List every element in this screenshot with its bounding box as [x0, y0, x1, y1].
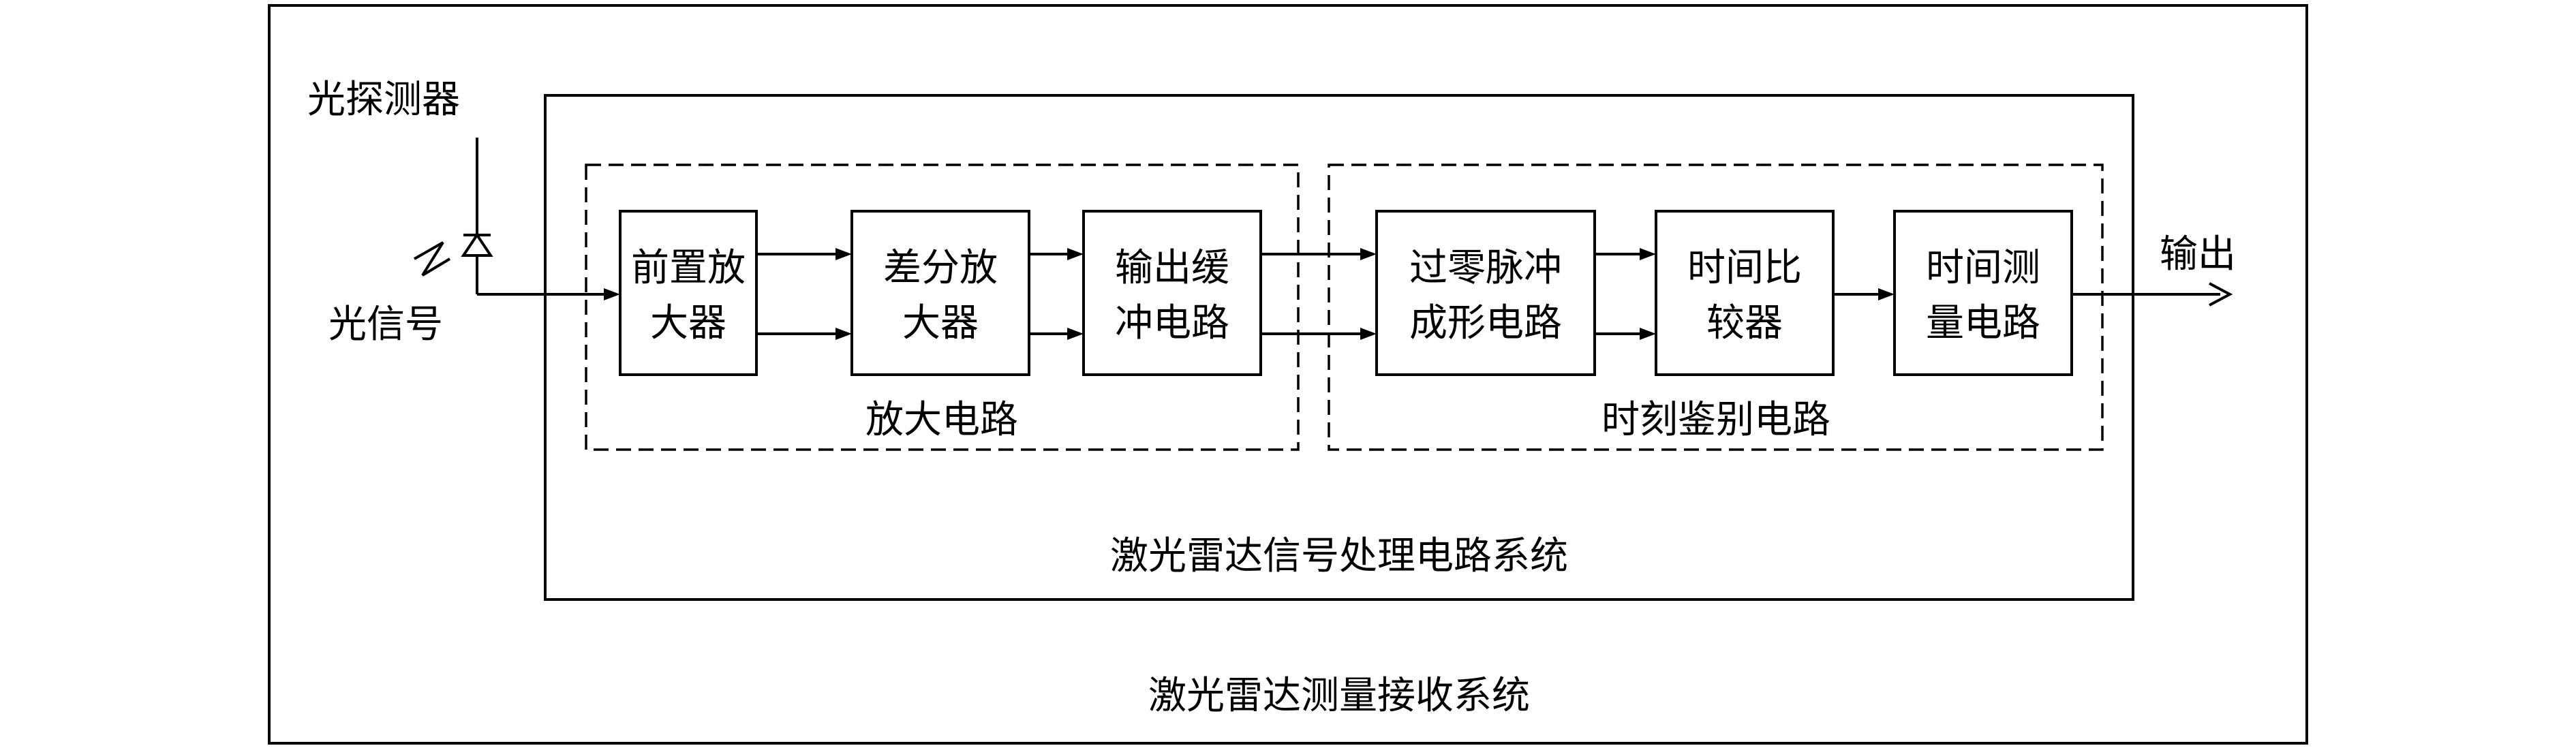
buffer-block: [1082, 210, 1262, 376]
output-arrow-icon: [2209, 282, 2233, 307]
comparator-label-line1: 时间比: [1687, 246, 1802, 290]
arrowhead: [1360, 328, 1377, 340]
signal-label: 光信号: [328, 302, 443, 347]
light-signal-icon: [414, 241, 451, 277]
amplifier-group-frame: [585, 163, 1300, 451]
arrowhead: [835, 328, 852, 340]
preamp-label-line2: 大器: [650, 301, 726, 345]
arrowhead: [604, 288, 620, 300]
inner-system-label: 激光雷达信号处理电路系统: [1110, 534, 1568, 578]
outer-system-frame: [268, 4, 2308, 745]
arrowhead: [1878, 288, 1895, 300]
comparator-label-line2: 较器: [1706, 301, 1783, 345]
comparator-block: [1655, 210, 1835, 376]
zero-crossing-label-line2: 成形电路: [1409, 301, 1562, 345]
amplifier-group-label: 放大电路: [865, 398, 1018, 442]
outer-system-label: 激光雷达测量接收系统: [1148, 674, 1530, 718]
photodiode-icon: [461, 138, 493, 294]
tdc-block: [1893, 210, 2073, 376]
timing-group-frame: [1328, 163, 2104, 451]
inner-system-frame: [544, 94, 2134, 601]
buffer-label-line1: 输出缓: [1115, 246, 1229, 290]
diffamp-label-line2: 大器: [902, 301, 979, 345]
zero-crossing-block: [1375, 210, 1596, 376]
zero-crossing-label-line1: 过零脉冲: [1409, 246, 1562, 290]
preamp-label-line1: 前置放: [631, 246, 746, 290]
arrowhead: [1067, 328, 1084, 340]
arrowhead: [1640, 328, 1656, 340]
tdc-label-line2: 量电路: [1926, 301, 2040, 345]
timing-group-label: 时刻鉴别电路: [1601, 398, 1830, 442]
arrowhead: [1640, 248, 1656, 260]
arrowhead: [835, 248, 852, 260]
tdc-label-line1: 时间测: [1926, 246, 2040, 290]
output-label: 输出: [2160, 232, 2236, 277]
diffamp-block: [850, 210, 1030, 376]
diffamp-label-line1: 差分放: [883, 246, 998, 290]
arrowhead: [1067, 248, 1084, 260]
preamp-block: [619, 210, 758, 376]
buffer-label-line2: 冲电路: [1115, 301, 1229, 345]
arrowhead: [1360, 248, 1377, 260]
detector-label: 光探测器: [307, 78, 460, 122]
